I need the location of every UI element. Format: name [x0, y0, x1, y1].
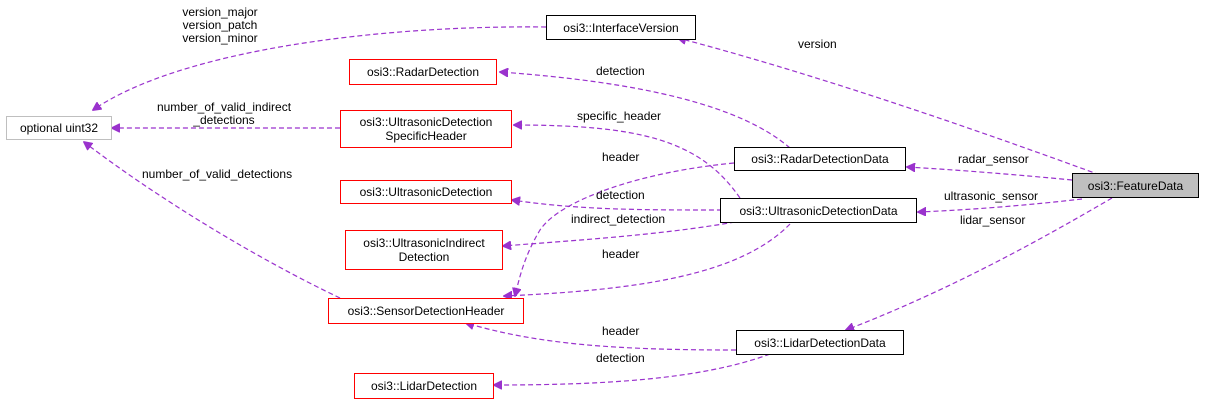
edge-feature-to-radar-data	[907, 167, 1073, 181]
node-ultrasonic-detection-specific-header[interactable]: osi3::UltrasonicDetection SpecificHeader	[340, 110, 512, 148]
node-ultrasonic-detection-data[interactable]: osi3::UltrasonicDetectionData	[720, 198, 917, 223]
edge-radar-data-to-sensor-header	[515, 162, 735, 296]
node-lidar-detection-data[interactable]: osi3::LidarDetectionData	[736, 330, 904, 355]
node-interface-version[interactable]: osi3::InterfaceVersion	[546, 15, 696, 40]
node-label: osi3::FeatureData	[1087, 178, 1184, 193]
node-ultrasonic-detection[interactable]: osi3::UltrasonicDetection	[340, 180, 512, 204]
edge-label-version-minor: version_minor	[182, 31, 258, 45]
edge-label-version-patch: version_patch	[182, 18, 258, 32]
edge-sensor-header-to-uint32	[84, 142, 341, 299]
node-feature-data[interactable]: osi3::FeatureData	[1072, 173, 1199, 198]
edge-ultrasonic-data-to-indirect-detection	[503, 221, 736, 246]
edge-label-indirect-detection: indirect_detection	[571, 212, 666, 226]
edge-label-ultrasonic-detection: detection	[596, 188, 645, 202]
edge-ultrasonic-data-to-ultrasonic-detection	[512, 200, 723, 211]
node-optional-uint32: optional uint32	[6, 116, 112, 140]
edge-label-ultrasonic-header: header	[602, 247, 640, 261]
edge-label-indirect-count: number_of_valid_indirect _detections	[146, 101, 302, 127]
edge-ultrasonic-data-to-specific-header	[514, 125, 741, 199]
node-label: osi3::UltrasonicDetectionData	[739, 203, 898, 218]
node-label: osi3::LidarDetection	[370, 379, 478, 393]
node-label: optional uint32	[19, 121, 99, 135]
edge-lidar-data-to-sensor-header	[466, 323, 737, 351]
edge-label-version: version	[798, 37, 837, 51]
node-label-line-1: osi3::UltrasonicDetection	[359, 115, 493, 129]
edge-label-lidar-detection: detection	[596, 351, 645, 365]
edge-label-version-fields: version_major version_patch version_mino…	[168, 6, 272, 45]
edge-label-indirect-count-line-2: _detections	[193, 113, 255, 127]
edge-ultrasonic-data-to-sensor-header	[504, 223, 791, 296]
edge-label-radar-detection: detection	[596, 64, 645, 78]
edge-label-radar-sensor: radar_sensor	[958, 152, 1029, 166]
edge-label-ultrasonic-sensor: ultrasonic_sensor	[944, 189, 1039, 203]
edge-label-specific-header: specific_header	[577, 109, 662, 123]
node-radar-detection-data[interactable]: osi3::RadarDetectionData	[734, 147, 906, 171]
edge-feature-to-ultrasonic-data	[918, 198, 1083, 212]
node-label-line-1: osi3::UltrasonicIndirect	[363, 236, 485, 250]
node-label: osi3::RadarDetectionData	[751, 152, 889, 166]
node-sensor-detection-header[interactable]: osi3::SensorDetectionHeader	[328, 298, 524, 324]
edge-label-lidar-header: header	[602, 324, 640, 338]
edge-label-radar-header: header	[602, 150, 640, 164]
edge-label-version-major: version_major	[182, 5, 258, 19]
node-ultrasonic-indirect-detection[interactable]: osi3::UltrasonicIndirect Detection	[345, 230, 503, 270]
edge-feature-to-lidar-data	[846, 197, 1113, 330]
node-label: osi3::RadarDetection	[366, 65, 480, 79]
edge-feature-to-interface-version	[678, 38, 1101, 176]
edge-radar-data-to-radar-detection	[500, 72, 791, 149]
node-label-line-2: Detection	[398, 250, 450, 264]
node-lidar-detection[interactable]: osi3::LidarDetection	[354, 373, 494, 399]
edge-label-valid-detections: number_of_valid_detections	[142, 167, 293, 181]
edge-ultrasonic-header-to-uint32-version	[93, 26, 547, 110]
node-label-line-2: SpecificHeader	[385, 129, 467, 143]
node-radar-detection[interactable]: osi3::RadarDetection	[349, 59, 497, 85]
node-label: osi3::UltrasonicDetection	[359, 185, 493, 199]
node-label: osi3::LidarDetectionData	[754, 335, 886, 350]
edge-label-indirect-count-line-1: number_of_valid_indirect	[156, 100, 292, 114]
edge-label-lidar-sensor: lidar_sensor	[960, 213, 1026, 227]
node-label: osi3::InterfaceVersion	[563, 20, 679, 35]
node-label: osi3::SensorDetectionHeader	[347, 304, 505, 318]
